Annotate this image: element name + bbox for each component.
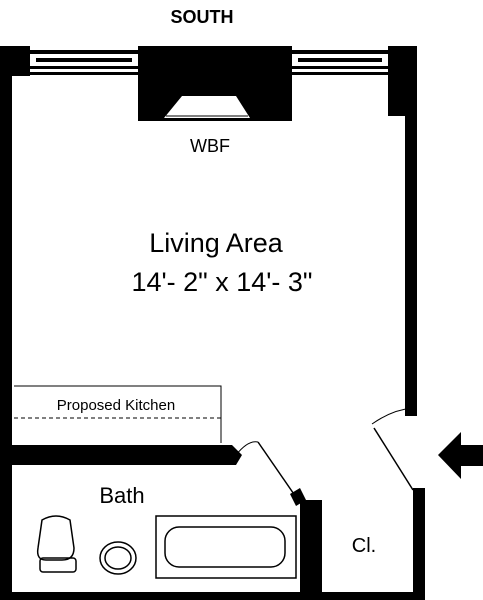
entry-door[interactable] [371, 407, 414, 491]
kitchen-label: Proposed Kitchen [57, 397, 175, 414]
proposed-kitchen: Proposed Kitchen [14, 385, 222, 443]
entry-arrow-icon [438, 432, 483, 479]
bath-door[interactable] [235, 441, 306, 506]
toilet-icon [36, 515, 77, 573]
sink-icon [99, 541, 137, 575]
bath-label: Bath [99, 483, 144, 508]
living-area-dimensions: 14'- 2" x 14'- 3" [131, 267, 312, 297]
fireplace-hearth [164, 96, 250, 118]
window-right [288, 50, 392, 75]
living-area-label: Living Area [149, 228, 284, 258]
closet-partition-wall [300, 500, 322, 592]
right-wall-lower [413, 488, 425, 600]
bottom-wall [0, 592, 425, 600]
window-left [26, 50, 142, 75]
closet-label: Cl. [352, 535, 376, 557]
south-label: SOUTH [171, 7, 234, 27]
fireplace-label: WBF [190, 136, 230, 156]
left-wall [0, 46, 12, 600]
bathtub-icon [155, 515, 297, 579]
bath-partition-wall [12, 445, 242, 465]
right-wall-upper [405, 46, 417, 416]
